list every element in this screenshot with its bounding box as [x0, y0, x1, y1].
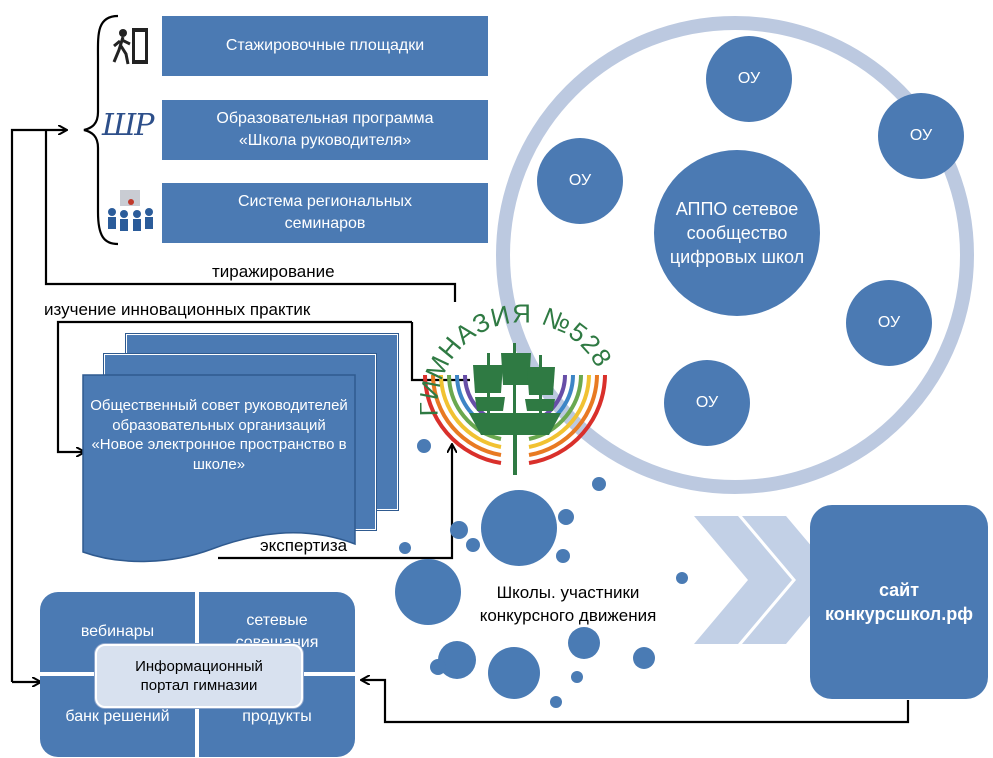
- bubble: [481, 490, 557, 566]
- curly-brace: [83, 14, 119, 246]
- bubble: [395, 559, 461, 625]
- bubble: [592, 477, 606, 491]
- shr-logo-icon: ШР: [102, 108, 154, 143]
- portal-block: вебинары сетевые совещания банк решений …: [40, 592, 355, 757]
- school-node[interactable]: ОУ: [706, 36, 792, 122]
- site-portal-connector: [362, 680, 910, 724]
- chevron-arrow-1: [694, 516, 792, 644]
- portal-center[interactable]: Информационный портал гимназии: [95, 644, 303, 708]
- program-label: Стажировочные площадки: [225, 37, 425, 55]
- school-node[interactable]: ОУ: [664, 360, 750, 446]
- bubble: [550, 696, 562, 708]
- contest-schools-label: Школы. участники конкурсного движения: [479, 583, 657, 625]
- portal-center-text: Информационный портал гимназии: [135, 657, 263, 695]
- school-node[interactable]: ОУ: [878, 93, 964, 179]
- gymnasium-title: ГИМНАЗИЯ №528: [420, 299, 617, 417]
- bubble: [558, 509, 574, 525]
- door-exit-icon: [110, 24, 154, 68]
- bubble: [556, 549, 570, 563]
- replication-label: тиражирование: [212, 262, 335, 281]
- contest-bubbles: [395, 439, 688, 708]
- left-connector: [10, 130, 66, 682]
- bubble: [488, 647, 540, 699]
- bubble: [438, 641, 476, 679]
- seminar-people-icon: [104, 188, 156, 234]
- replication-connector: [44, 130, 457, 302]
- program-label: Система региональных семинаров: [237, 193, 413, 232]
- bubble: [571, 671, 583, 683]
- school-node[interactable]: ОУ: [537, 138, 623, 224]
- program-school-of-leaders[interactable]: Образовательная программа «Школа руковод…: [162, 100, 488, 160]
- council-text[interactable]: Общественный совет руководителей образов…: [90, 397, 348, 473]
- bubble: [466, 538, 480, 552]
- bubble: [450, 521, 468, 539]
- bubble: [568, 627, 600, 659]
- program-label: Образовательная программа «Школа руковод…: [216, 110, 434, 149]
- network-ring: [496, 16, 974, 494]
- gymnasium-title-svg: ГИМНАЗИЯ №528: [420, 299, 618, 417]
- site-box[interactable]: сайт конкурсшкол.рф: [810, 505, 988, 699]
- gymnasium-emblem: [423, 343, 607, 475]
- school-node[interactable]: ОУ: [846, 280, 932, 366]
- bubble: [676, 572, 688, 584]
- program-internship-sites[interactable]: Стажировочные площадки: [162, 16, 488, 76]
- bubble: [430, 659, 446, 675]
- site-text: сайт конкурсшкол.рф: [825, 579, 973, 624]
- portal-quadrant-solutions-bank[interactable]: банк решений: [40, 676, 195, 757]
- appo-network-text: АППО сетевое сообщество цифровых школ: [669, 198, 805, 268]
- bubble: [633, 647, 655, 669]
- program-regional-seminars[interactable]: Система региональных семинаров: [162, 183, 488, 243]
- appo-network-center[interactable]: АППО сетевое сообщество цифровых школ: [654, 150, 820, 316]
- svg-text:ГИМНАЗИЯ №528: ГИМНАЗИЯ №528: [420, 299, 618, 417]
- bubble: [399, 542, 411, 554]
- expertise-connector: [218, 445, 452, 560]
- council-document-front-shape: [82, 374, 356, 563]
- study-label: изучение инновационных практик: [44, 300, 311, 319]
- ship-icon: [469, 343, 561, 475]
- expertise-label: экспертиза: [260, 536, 348, 555]
- bubble: [417, 439, 431, 453]
